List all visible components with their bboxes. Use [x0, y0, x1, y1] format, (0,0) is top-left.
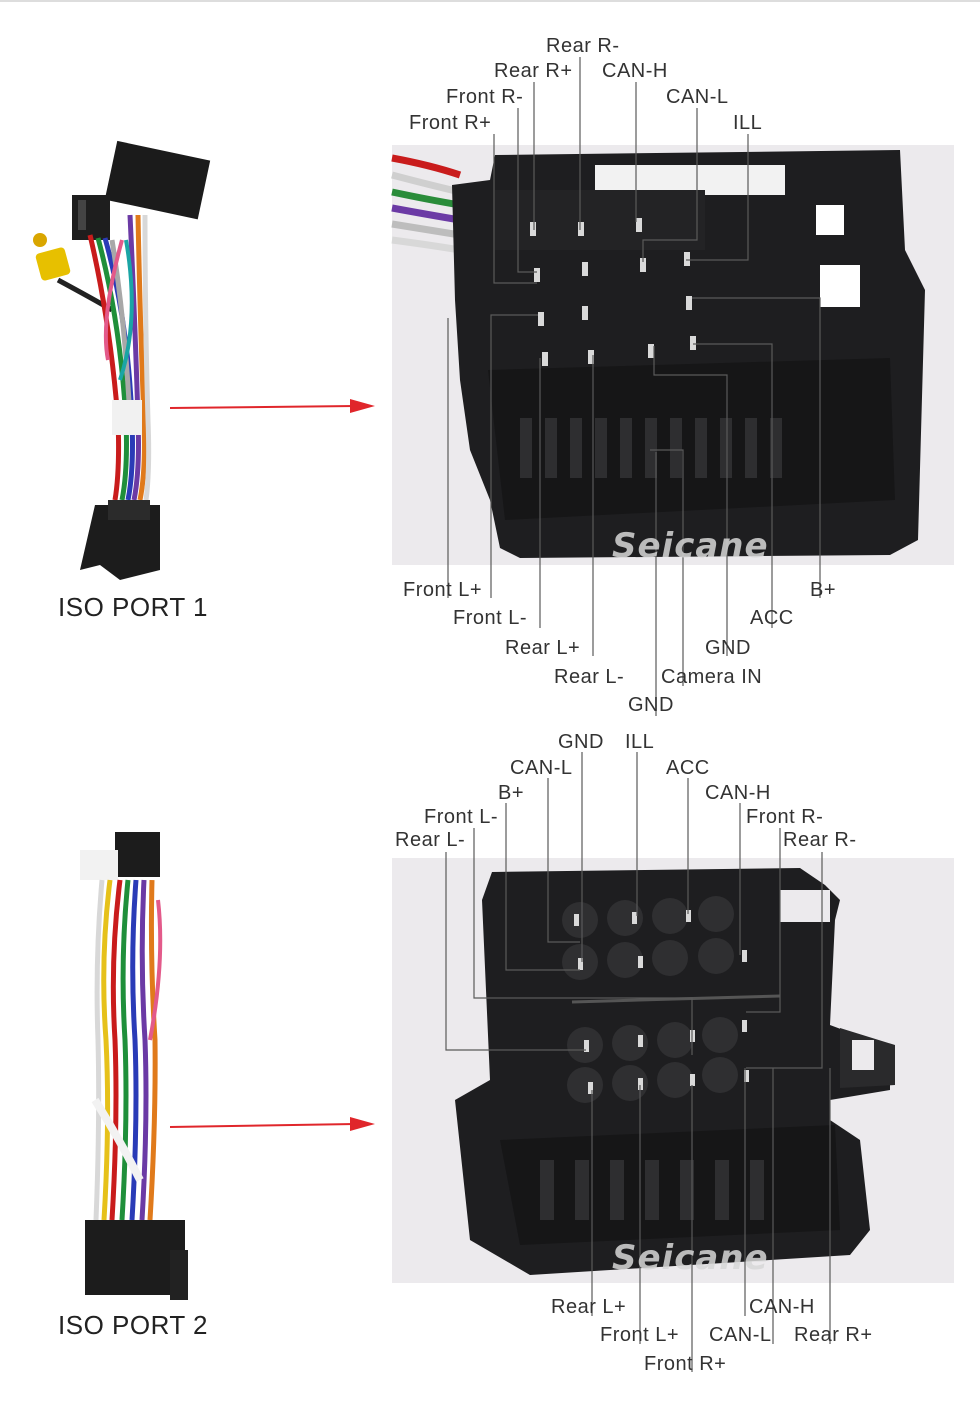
pin-label-can-l: CAN-L — [666, 86, 729, 108]
red-arrow-2-icon — [169, 1117, 375, 1131]
pin2-label-can-l: CAN-L — [510, 757, 573, 779]
leader-lines-1 — [447, 57, 821, 716]
pin2-label-front-l-minus: Front L- — [424, 806, 499, 828]
pin-label-rear-r-minus: Rear R- — [546, 35, 620, 57]
connector-1-photo — [391, 145, 954, 565]
watermark-2: Seicane — [612, 1238, 769, 1278]
pin2-label-rear-l-plus: Rear L+ — [551, 1296, 627, 1318]
pin2-label-front-r-plus: Front R+ — [644, 1353, 727, 1375]
pin-label-front-l-plus: Front L+ — [403, 579, 483, 601]
harness-1-icon — [33, 140, 211, 580]
pin-label-front-r-minus: Front R- — [446, 86, 524, 108]
iso-port-1-label: ISO PORT 1 — [58, 592, 208, 622]
pin-label-rear-l-minus: Rear L- — [554, 666, 625, 688]
pin2-label-can-h-2: CAN-H — [749, 1296, 815, 1318]
pin-label-front-l-minus: Front L- — [453, 607, 528, 629]
pin-label-rear-l-plus: Rear L+ — [505, 637, 581, 659]
iso-port-2-label: ISO PORT 2 — [58, 1310, 208, 1340]
leader-lines-2 — [445, 752, 831, 1372]
harness-2-icon — [80, 832, 188, 1300]
pin-label-front-r-plus: Front R+ — [409, 112, 492, 134]
pin2-label-front-r-minus: Front R- — [746, 806, 824, 828]
pin2-label-rear-r-plus: Rear R+ — [794, 1324, 873, 1346]
pin-label-b-plus: B+ — [810, 579, 837, 601]
pin-label-camera-in: Camera IN — [661, 666, 763, 688]
pin2-label-gnd: GND — [558, 731, 604, 753]
pin2-label-b-plus: B+ — [498, 782, 525, 804]
pin2-label-front-l-plus: Front L+ — [600, 1324, 680, 1346]
pin-label-can-h: CAN-H — [602, 60, 668, 82]
pin2-label-acc: ACC — [666, 757, 710, 779]
connector-2-photo — [392, 858, 954, 1283]
pin2-label-ill: ILL — [625, 731, 655, 753]
pin2-label-rear-r-minus: Rear R- — [783, 829, 857, 851]
pin-label-acc: ACC — [750, 607, 794, 629]
pin-label-rear-r-plus: Rear R+ — [494, 60, 573, 82]
red-arrow-1-icon — [169, 399, 375, 413]
pin-label-ill: ILL — [733, 112, 763, 134]
pin2-label-can-l-2: CAN-L — [709, 1324, 772, 1346]
pin-label-gnd-2: GND — [628, 694, 674, 716]
pin2-label-rear-l-minus: Rear L- — [395, 829, 466, 851]
watermark-1: Seicane — [612, 526, 769, 566]
pin2-label-can-h: CAN-H — [705, 782, 771, 804]
pin-label-gnd: GND — [705, 637, 751, 659]
